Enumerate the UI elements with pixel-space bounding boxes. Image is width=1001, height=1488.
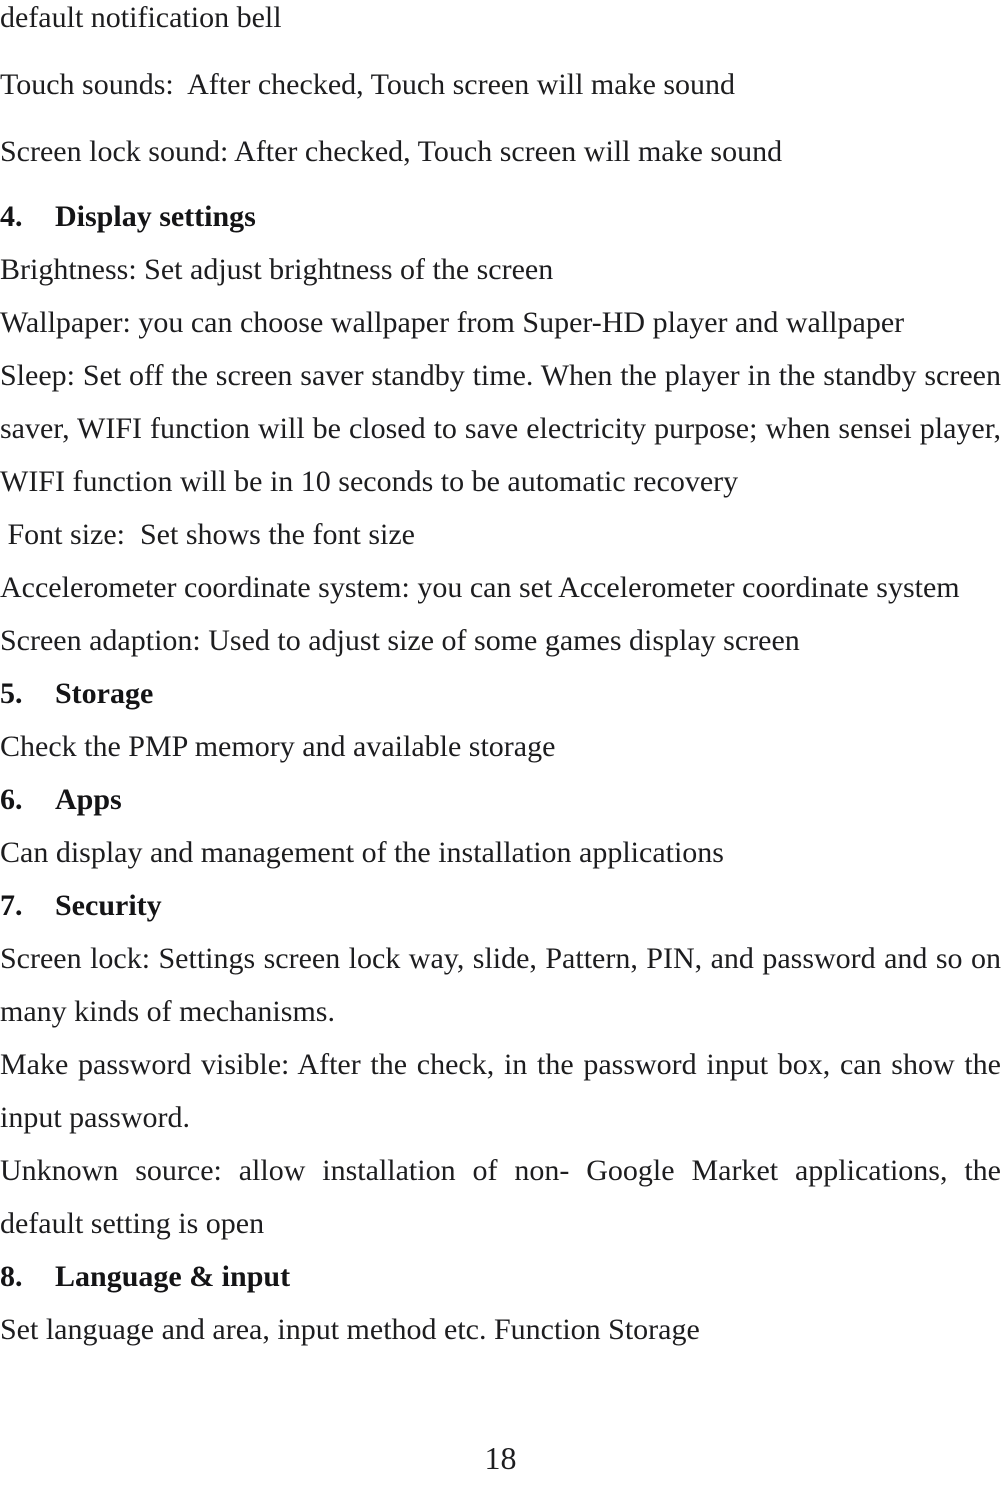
paragraph-screen-adaption: Screen adaption: Used to adjust size of …: [0, 624, 800, 657]
paragraph-default-notification-bell: default notification bell: [0, 1, 282, 34]
page-content: default notification bell Touch sounds: …: [0, 1, 1001, 1346]
paragraph-can-display-management: Can display and management of the instal…: [0, 836, 724, 869]
section-number: 8.: [0, 1260, 23, 1293]
section-title: Apps: [55, 783, 122, 816]
page-number: 18: [484, 1440, 517, 1476]
paragraph-sleep: Sleep: Set off the screen saver standby …: [0, 359, 1001, 498]
section-number: 6.: [0, 783, 23, 816]
section-heading-security: 7. Security: [0, 879, 1001, 932]
section-title: Display settings: [55, 200, 256, 233]
section-number: 5.: [0, 677, 23, 710]
section-number: 7.: [0, 889, 23, 922]
paragraph-set-language-area: Set language and area, input method etc.…: [0, 1313, 700, 1346]
section-number: 4.: [0, 200, 23, 233]
paragraph-accelerometer: Accelerometer coordinate system: you can…: [0, 571, 960, 604]
paragraph-screen-lock: Screen lock: Settings screen lock way, s…: [0, 942, 1001, 1028]
section-title: Storage: [55, 677, 154, 710]
paragraph-unknown-source: Unknown source: allow installation of no…: [0, 1154, 1001, 1240]
section-heading-apps: 6. Apps: [0, 773, 1001, 826]
section-title: Security: [55, 889, 162, 922]
paragraph-wallpaper: Wallpaper: you can choose wallpaper from…: [0, 306, 905, 339]
paragraph-make-password-visible: Make password visible: After the check, …: [0, 1048, 1001, 1134]
paragraph-font-size: Font size: Set shows the font size: [0, 518, 415, 551]
paragraph-brightness: Brightness: Set adjust brightness of the…: [0, 253, 554, 286]
section-title: Language & input: [55, 1260, 291, 1293]
paragraph-touch-sounds: Touch sounds: After checked, Touch scree…: [0, 68, 736, 101]
section-heading-language-input: 8. Language & input: [0, 1250, 1001, 1303]
paragraph-screen-lock-sound: Screen lock sound: After checked, Touch …: [0, 135, 783, 168]
section-heading-storage: 5. Storage: [0, 667, 1001, 720]
section-heading-display-settings: 4. Display settings: [0, 190, 1001, 243]
paragraph-check-pmp-memory: Check the PMP memory and available stora…: [0, 730, 556, 763]
